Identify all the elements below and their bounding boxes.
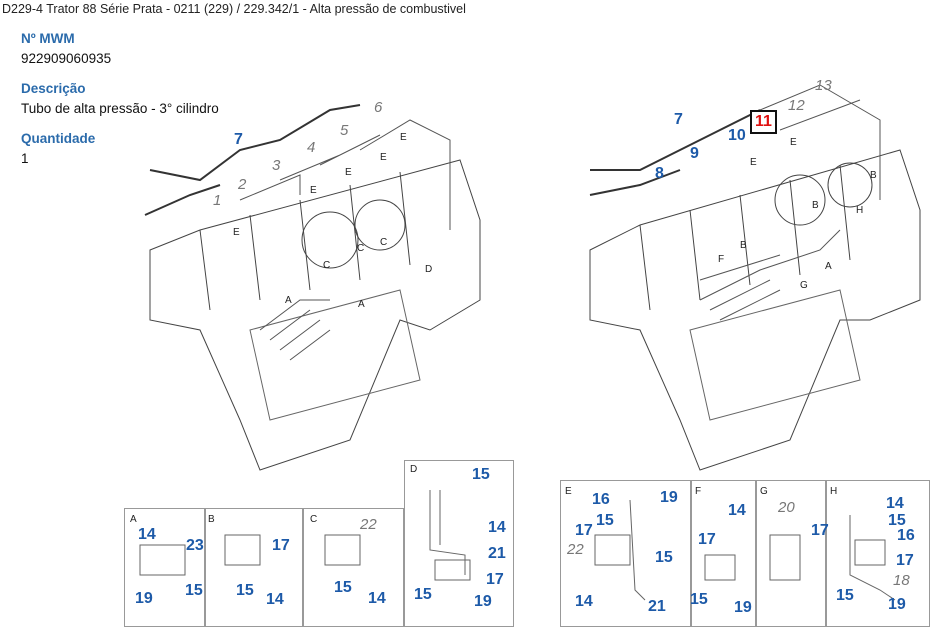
part-callout[interactable]: 17 bbox=[811, 522, 829, 539]
section-letter: A bbox=[358, 299, 365, 310]
engine-left-drawing bbox=[144, 104, 481, 471]
section-letter: B bbox=[740, 240, 747, 251]
part-callout[interactable]: 14 bbox=[368, 590, 386, 607]
part-callout[interactable]: 12 bbox=[788, 97, 805, 114]
part-callout[interactable]: 9 bbox=[690, 145, 699, 162]
inset-a bbox=[124, 508, 206, 627]
part-callout[interactable]: 19 bbox=[660, 489, 678, 506]
part-callout[interactable]: 15 bbox=[655, 549, 673, 566]
part-callout[interactable]: 14 bbox=[886, 495, 904, 512]
section-letter: C bbox=[357, 243, 365, 254]
part-callout[interactable]: 1 bbox=[213, 192, 222, 209]
part-callout[interactable]: 2 bbox=[238, 176, 247, 193]
breadcrumb: D229-4 Trator 88 Série Prata - 0211 (229… bbox=[2, 2, 466, 16]
inset-e bbox=[560, 480, 692, 627]
part-callout[interactable]: 17 bbox=[896, 552, 914, 569]
inset-f bbox=[690, 480, 757, 627]
inset-d bbox=[404, 460, 514, 627]
part-callout[interactable]: 15 bbox=[836, 587, 854, 604]
section-letter: E bbox=[233, 227, 240, 238]
part-number-value: 922909060935 bbox=[21, 51, 112, 66]
section-letter: G bbox=[760, 486, 768, 497]
part-callout[interactable]: 3 bbox=[272, 157, 281, 174]
section-letter: C bbox=[323, 260, 331, 271]
part-callout[interactable]: 23 bbox=[186, 537, 204, 554]
section-letter: E bbox=[750, 157, 757, 168]
section-letter: B bbox=[208, 514, 215, 525]
part-number-label: Nº MWM bbox=[21, 31, 75, 46]
section-letter: A bbox=[130, 514, 137, 525]
part-callout[interactable]: 18 bbox=[893, 572, 910, 589]
section-letter: D bbox=[410, 464, 418, 475]
part-callout[interactable]: 19 bbox=[135, 590, 153, 607]
part-callout[interactable]: 13 bbox=[815, 77, 832, 94]
part-callout[interactable]: 16 bbox=[897, 527, 915, 544]
part-callout[interactable]: 16 bbox=[592, 491, 610, 508]
part-callout[interactable]: 15 bbox=[888, 512, 906, 529]
section-letter: D bbox=[425, 264, 433, 275]
description-value: Tubo de alta pressão - 3° cilindro bbox=[21, 101, 219, 116]
section-letter: A bbox=[825, 261, 832, 272]
part-callout[interactable]: 5 bbox=[340, 122, 349, 139]
section-letter: E bbox=[790, 137, 797, 148]
section-letter: E bbox=[345, 167, 352, 178]
part-callout[interactable]: 15 bbox=[596, 512, 614, 529]
inset-g bbox=[755, 480, 827, 627]
section-letter: H bbox=[830, 486, 838, 497]
section-letter: E bbox=[400, 132, 407, 143]
part-callout[interactable]: 15 bbox=[334, 579, 352, 596]
part-callout[interactable]: 22 bbox=[567, 541, 584, 558]
description-label: Descrição bbox=[21, 81, 86, 96]
section-letter: H bbox=[856, 205, 864, 216]
part-callout[interactable]: 17 bbox=[698, 531, 716, 548]
part-callout[interactable]: 15 bbox=[472, 466, 490, 483]
quantity-label: Quantidade bbox=[21, 131, 96, 146]
part-callout[interactable]: 19 bbox=[734, 599, 752, 616]
part-callout[interactable]: 17 bbox=[575, 522, 593, 539]
section-letter: F bbox=[695, 486, 702, 497]
section-letter: E bbox=[310, 185, 317, 196]
part-callout[interactable]: 21 bbox=[648, 598, 666, 615]
part-callout[interactable]: 7 bbox=[674, 111, 683, 128]
part-callout[interactable]: 14 bbox=[728, 502, 746, 519]
section-letter: E bbox=[565, 486, 572, 497]
section-letter: C bbox=[310, 514, 318, 525]
inset-sketches bbox=[139, 490, 896, 601]
part-callout[interactable]: 4 bbox=[307, 139, 316, 156]
inset-h bbox=[825, 480, 930, 627]
part-callout[interactable]: 7 bbox=[234, 131, 243, 148]
part-callout[interactable]: 14 bbox=[138, 526, 156, 543]
engine-right-drawing bbox=[589, 84, 921, 471]
part-callout[interactable]: 20 bbox=[778, 499, 795, 516]
inset-c bbox=[302, 508, 404, 627]
part-callout[interactable]: 14 bbox=[488, 519, 506, 536]
part-callout[interactable]: 8 bbox=[655, 165, 664, 182]
section-letter: B bbox=[870, 170, 877, 181]
section-letter: G bbox=[800, 280, 808, 291]
part-callout[interactable]: 17 bbox=[486, 571, 504, 588]
part-callout[interactable]: 15 bbox=[185, 582, 203, 599]
part-callout[interactable]: 6 bbox=[374, 99, 383, 116]
part-callout[interactable]: 14 bbox=[575, 593, 593, 610]
section-letter: B bbox=[812, 200, 819, 211]
section-letter: C bbox=[380, 237, 388, 248]
part-callout[interactable]: 15 bbox=[414, 586, 432, 603]
part-callout[interactable]: 17 bbox=[272, 537, 290, 554]
part-callout[interactable]: 14 bbox=[266, 591, 284, 608]
section-letter: A bbox=[285, 295, 292, 306]
part-callout[interactable]: 21 bbox=[488, 545, 506, 562]
part-callout[interactable]: 10 bbox=[728, 127, 746, 144]
part-callout[interactable]: 15 bbox=[236, 582, 254, 599]
part-callout[interactable]: 22 bbox=[360, 516, 377, 533]
quantity-value: 1 bbox=[21, 151, 29, 166]
part-callout[interactable]: 15 bbox=[690, 591, 708, 608]
inset-b bbox=[204, 508, 304, 627]
part-callout[interactable]: 19 bbox=[474, 593, 492, 610]
part-callout[interactable]: 19 bbox=[888, 596, 906, 613]
highlighted-callout[interactable]: 11 bbox=[750, 110, 777, 134]
section-letter: F bbox=[718, 254, 725, 265]
section-letter: E bbox=[380, 152, 387, 163]
